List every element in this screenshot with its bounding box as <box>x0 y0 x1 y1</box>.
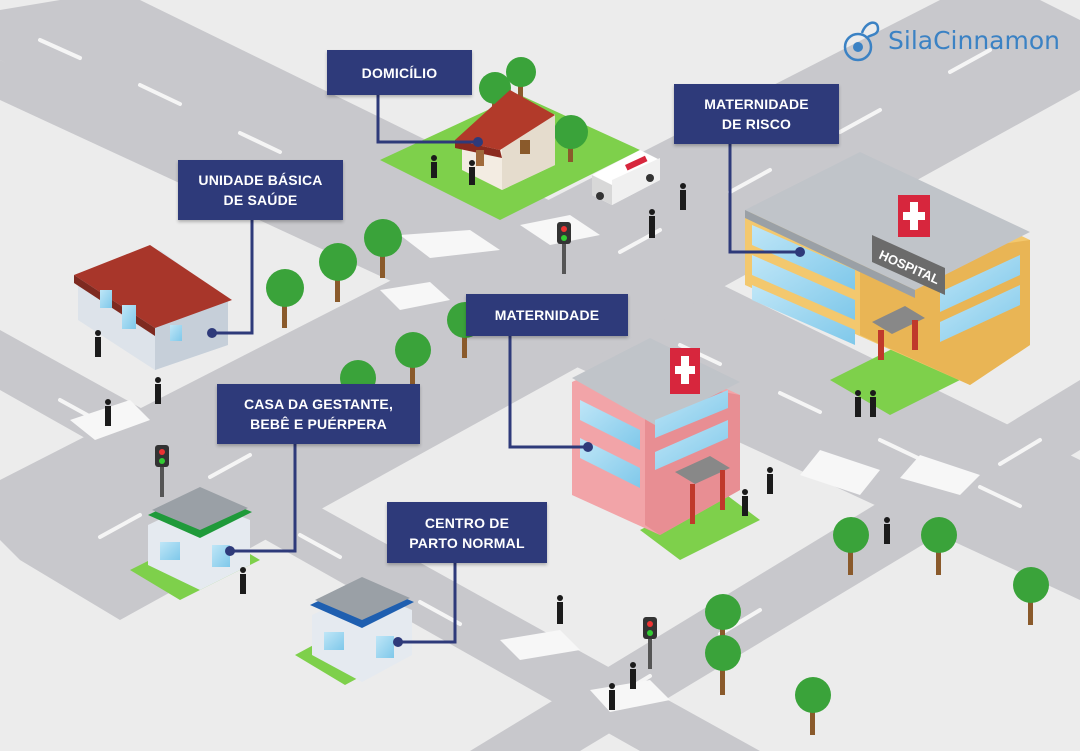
maternidade-building <box>572 338 740 535</box>
label-maternidade: MATERNIDADE <box>466 294 628 336</box>
baby-logo-icon <box>843 21 880 62</box>
logo-text: SilaCinnamon <box>888 25 1060 55</box>
leader-dots <box>207 137 805 647</box>
traffic-lights <box>155 222 657 669</box>
label-domicilio: DOMICÍLIO <box>327 50 472 95</box>
label-casa-da-gestante: CASA DA GESTANTE, BEBÊ E PUÉRPERA <box>217 384 420 444</box>
label-maternidade-de-risco: MATERNIDADE DE RISCO <box>674 84 839 144</box>
pedestrians <box>95 155 890 710</box>
ubs-building <box>74 245 232 370</box>
ambulance <box>592 150 660 205</box>
centro-parto-building <box>310 577 414 682</box>
label-unidade-basica-de-saude: UNIDADE BÁSICA DE SAÚDE <box>178 160 343 220</box>
label-centro-de-parto-normal: CENTRO DE PARTO NORMAL <box>387 502 547 563</box>
leader-lines <box>212 95 800 644</box>
house-building <box>455 90 555 190</box>
logo: SilaCinnamon <box>842 10 1060 70</box>
hospital-building <box>745 152 1030 385</box>
